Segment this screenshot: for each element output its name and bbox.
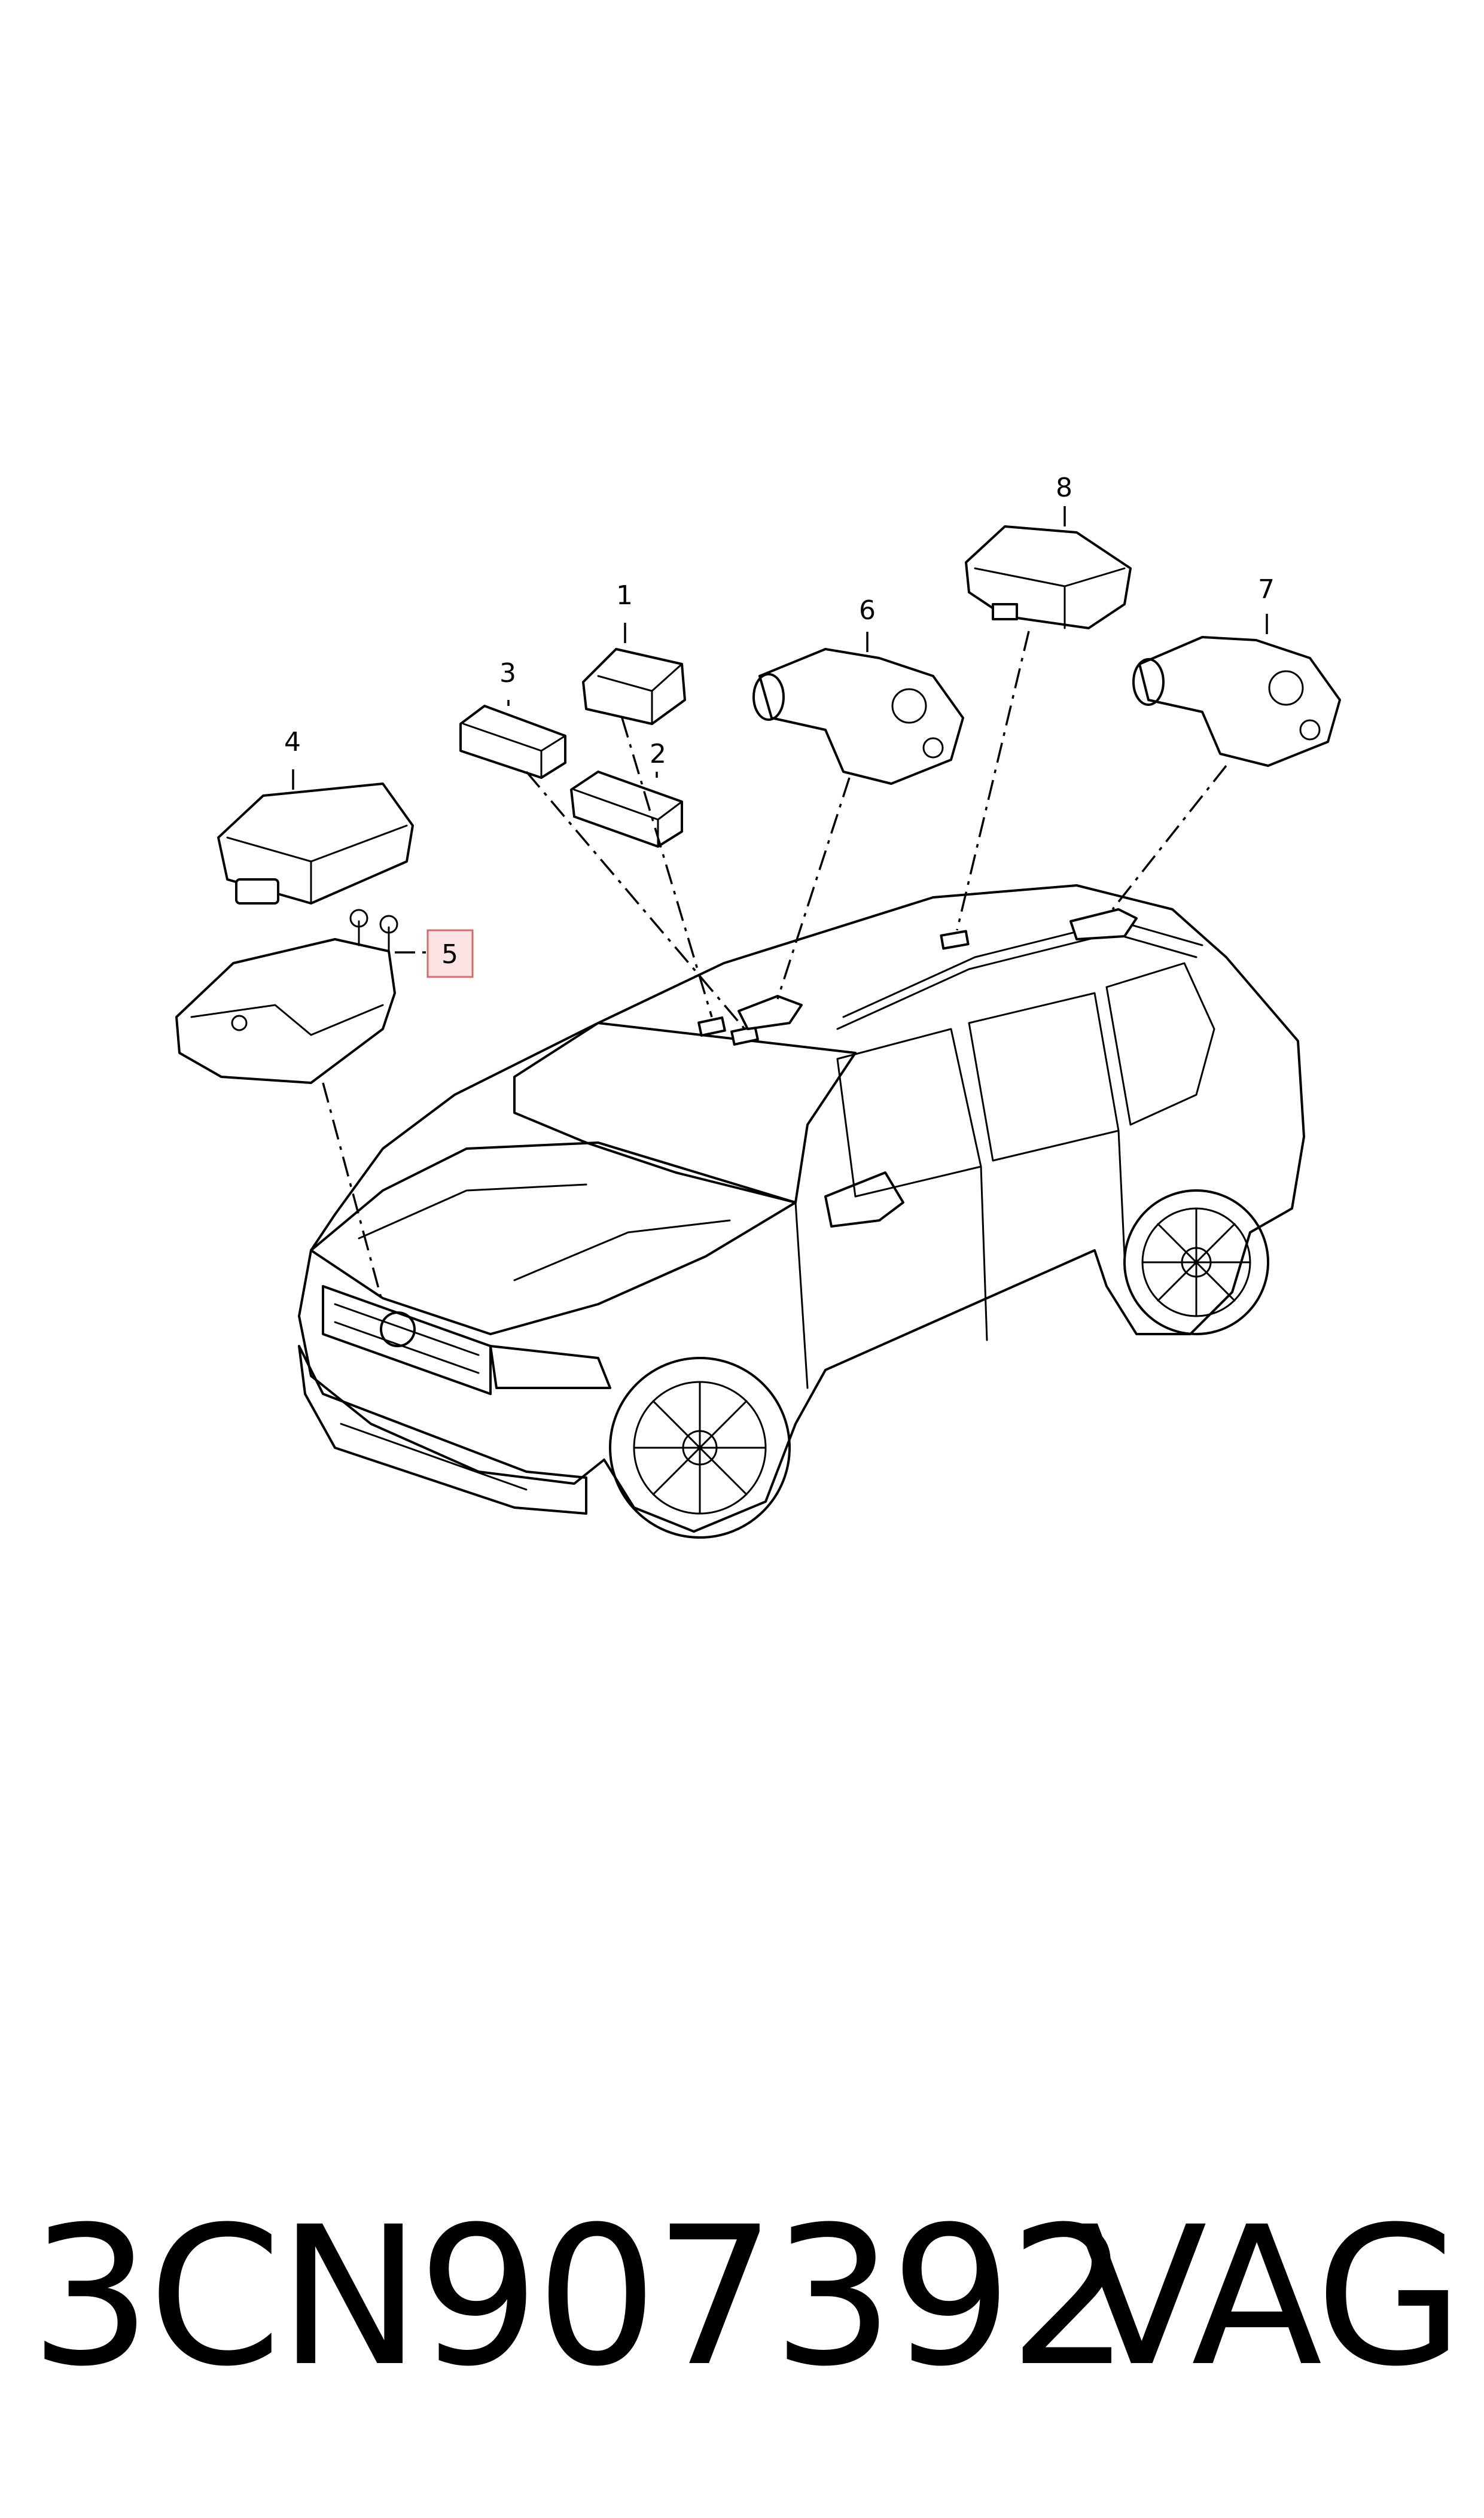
callout-3[interactable]: 3 xyxy=(499,658,516,689)
part-number-caption: 3CN907392 xyxy=(30,2186,1130,2409)
component-5-bracket xyxy=(175,909,398,1084)
callout-5-highlight-box xyxy=(426,929,474,978)
roof-motor-marker-7 xyxy=(1069,908,1138,940)
vehicle-suv xyxy=(298,884,1305,1539)
component-8-module xyxy=(965,525,1132,629)
callout-5[interactable]: 5 xyxy=(441,939,458,970)
component-4-control-unit xyxy=(217,783,414,905)
component-6-motor xyxy=(752,648,964,785)
component-2-switch-strip xyxy=(570,771,683,848)
roof-module-marker-8 xyxy=(940,930,970,950)
leader-lines xyxy=(292,506,1268,1305)
component-3-switch-strip xyxy=(459,705,566,779)
roof-switch-marker-3 xyxy=(697,1016,726,1037)
callout-1[interactable]: 1 xyxy=(616,580,633,611)
callout-7[interactable]: 7 xyxy=(1258,574,1275,605)
callout-6[interactable]: 6 xyxy=(859,595,876,626)
callout-4[interactable]: 4 xyxy=(284,727,301,757)
callout-labels: 1 2 3 4 5 6 7 8 xyxy=(284,473,1275,978)
component-1-switch xyxy=(582,648,686,725)
brand-caption: VAG xyxy=(1076,2186,1464,2409)
component-7-motor xyxy=(1132,636,1341,767)
callout-8[interactable]: 8 xyxy=(1056,473,1072,503)
roof-switch-marker-2 xyxy=(730,1025,759,1046)
callout-2[interactable]: 2 xyxy=(650,739,666,769)
roof-motor-marker-6 xyxy=(738,995,803,1030)
